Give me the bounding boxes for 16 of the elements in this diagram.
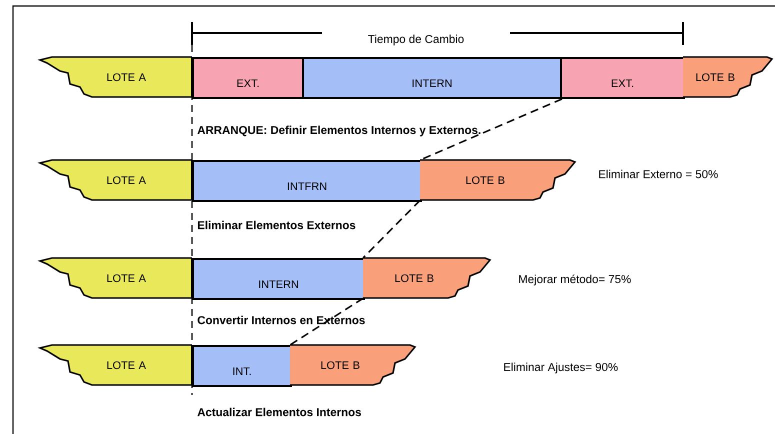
internal-step-block: INTERN — [192, 258, 365, 300]
internal-step-block: INTFRN — [192, 160, 422, 202]
step-caption: ARRANQUE: Definir Elementos Internos y Externos. — [198, 126, 480, 136]
dashed-connector — [290, 298, 364, 346]
external-step-block: EXT. — [560, 57, 685, 99]
reduction-note: Eliminar Ajustes= 90% — [504, 362, 618, 374]
step-caption: Convertir Internos en Externos — [198, 316, 365, 324]
reduction-note: Eliminar Externo = 50% — [599, 170, 718, 178]
reduction-note: Mejorar método= 75% — [519, 274, 631, 286]
internal-step-block: INT. — [192, 345, 292, 387]
dimension-label: Tiempo de Cambio — [368, 34, 464, 46]
internal-step-block: INTERN — [302, 57, 562, 99]
external-step-block: EXT. — [192, 57, 304, 99]
step-caption: Eliminar Elementos Externos — [198, 220, 356, 230]
dashed-connector — [362, 200, 421, 259]
step-caption: Actualizar Elementos Internos — [198, 408, 361, 416]
